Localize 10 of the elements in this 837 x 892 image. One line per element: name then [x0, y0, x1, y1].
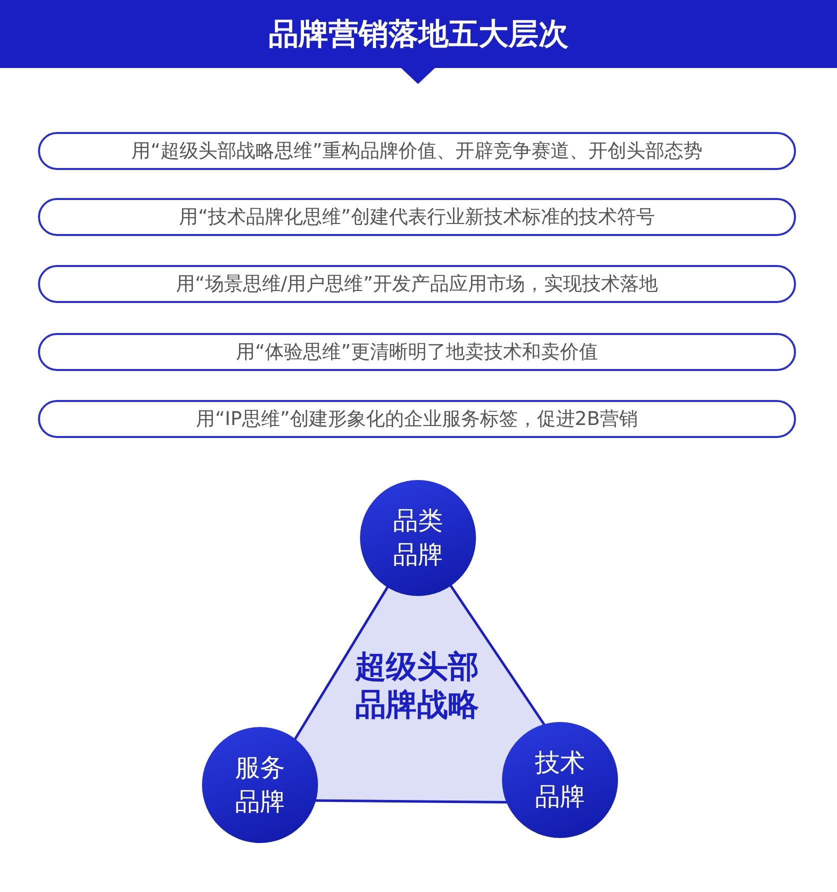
brand-circle: 服务品牌	[202, 727, 318, 843]
center-label: 超级头部品牌战略	[354, 648, 480, 724]
statement-pill: 用“技术品牌化思维”创建代表行业新技术标准的技术符号	[38, 198, 796, 236]
statement-pill: 用“场景思维/用户思维”开发产品应用市场，实现技术落地	[38, 265, 796, 303]
statement-pill: 用“IP思维”创建形象化的企业服务标签，促进2B营销	[38, 400, 796, 438]
brand-circle: 品类品牌	[360, 480, 476, 596]
statement-pill: 用“体验思维”更清晰明了地卖技术和卖价值	[38, 333, 796, 371]
brand-circle: 技术品牌	[502, 722, 618, 838]
title: 品牌营销落地五大层次	[268, 16, 568, 54]
statement-pill: 用“超级头部战略思维”重构品牌价值、开辟竞争赛道、开创头部态势	[38, 132, 796, 170]
